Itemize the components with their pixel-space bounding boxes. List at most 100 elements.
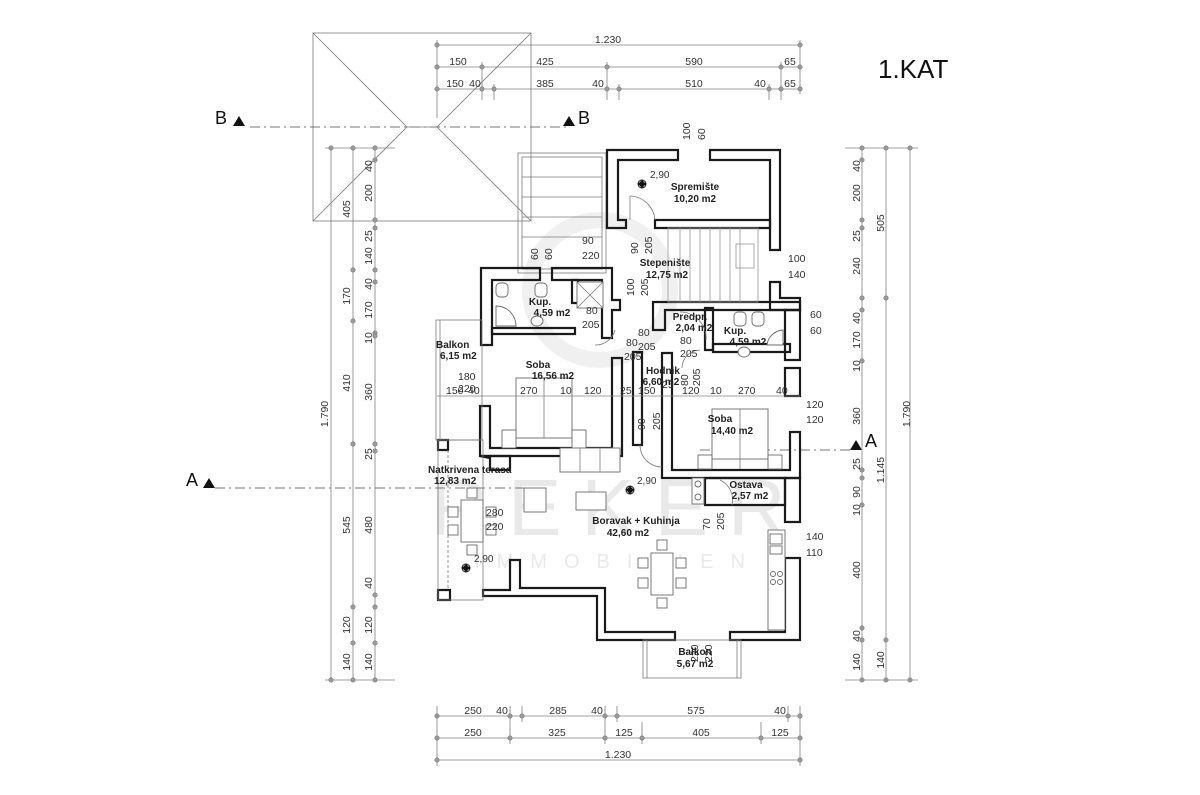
dim-left-c1-3: 545: [341, 516, 353, 534]
svg-text:80: 80: [680, 335, 692, 347]
svg-text:205: 205: [639, 278, 651, 296]
sink-icon: [530, 315, 544, 327]
room-predprostor: Predpr. 2,04 m2: [673, 312, 713, 334]
dim-top-r1-2: 590: [685, 56, 703, 68]
svg-text:Natkrivena terasa: Natkrivena terasa: [428, 465, 512, 476]
dim-bot-r1-2: 285: [549, 705, 567, 717]
svg-text:2,90: 2,90: [637, 476, 657, 487]
svg-text:60: 60: [810, 325, 822, 337]
svg-text:100: 100: [681, 122, 693, 140]
svg-text:220: 220: [703, 644, 715, 662]
svg-text:2,90: 2,90: [650, 170, 670, 181]
dim-top-r2-2: 385: [536, 78, 554, 90]
svg-text:120: 120: [806, 399, 824, 411]
dim-left-c1-1: 170: [341, 287, 353, 305]
kitchen-counter-icon: [767, 529, 786, 631]
svg-text:60: 60: [529, 248, 541, 260]
level-markers: 2,90 2,90 2,90: [461, 170, 670, 573]
svg-text:60: 60: [543, 248, 555, 260]
svg-text:205: 205: [624, 351, 642, 363]
svg-text:100: 100: [788, 253, 806, 265]
dining-table-icon: [650, 552, 674, 596]
sofa-icon: [559, 447, 621, 473]
dim-bot-total: 1.230: [605, 749, 631, 761]
svg-text:220: 220: [486, 521, 504, 533]
svg-text:12,83 m2: 12,83 m2: [434, 476, 477, 487]
svg-text:80: 80: [679, 374, 691, 386]
dimensions-left: 1.790 405 170 410 545 120 140 40 200 25 …: [319, 145, 395, 683]
svg-text:6,15 m2: 6,15 m2: [440, 351, 477, 362]
svg-text:5,67 m2: 5,67 m2: [677, 659, 714, 670]
room-spremiste: Spremište 10,20 m2: [671, 182, 720, 205]
dim-right-total: 1.790: [901, 401, 913, 427]
dim-left-c2-3: 140: [363, 247, 375, 265]
room-ostava: Ostava 2,57 m2: [729, 480, 768, 502]
svg-text:205: 205: [715, 512, 727, 530]
room-kupaonica-1: Kup. 4,59 m2: [529, 297, 571, 319]
dimensions-bottom: 250 40 285 40 575 40 250 325 125 405 125…: [434, 705, 803, 766]
room-soba-2: Soba 14,40 m2: [708, 414, 754, 437]
svg-text:12,75 m2: 12,75 m2: [646, 270, 689, 281]
dim-right-c2-0: 40: [851, 160, 863, 172]
svg-text:100: 100: [625, 278, 637, 296]
svg-text:Stepenište: Stepenište: [640, 258, 691, 269]
floor-title: 1.KAT: [878, 54, 948, 84]
coffee-table-icon: [575, 491, 607, 511]
dim-bot-r1-4: 575: [687, 705, 705, 717]
dim-left-c2-6: 10: [363, 332, 375, 344]
dim-right-c2-4: 40: [851, 312, 863, 324]
dim-top-r1-1: 425: [536, 56, 554, 68]
bidet-icon: [534, 282, 548, 298]
dim-bot-r1-5: 40: [774, 705, 786, 717]
toilet-icon-2: [733, 311, 747, 327]
dim-right-c2-5: 170: [851, 331, 863, 349]
svg-text:Kup.: Kup.: [724, 326, 746, 337]
dim-bot-r2-1: 325: [548, 727, 566, 739]
bidet-icon-2: [751, 311, 765, 327]
dim-left-c2-4: 40: [363, 278, 375, 290]
dim-top-total: 1.230: [595, 34, 621, 46]
dim-bot-r1-1: 40: [496, 705, 508, 717]
dim-right-c2-10: 10: [851, 504, 863, 516]
svg-text:Soba: Soba: [526, 360, 551, 371]
dim-bot-r1-0: 250: [464, 705, 482, 717]
room-boravak-kuhinja: Boravak + Kuhinja 42,60 m2: [592, 516, 680, 539]
svg-text:80: 80: [638, 327, 650, 339]
svg-text:205: 205: [643, 236, 655, 254]
room-stepeniste: Stepenište 12,75 m2: [640, 258, 691, 281]
watermark-sub: IMMOBILIEN: [474, 551, 762, 573]
svg-text:2,90: 2,90: [474, 554, 494, 565]
svg-text:Balkon: Balkon: [436, 340, 469, 351]
svg-text:40: 40: [776, 385, 788, 397]
svg-text:80: 80: [626, 337, 638, 349]
dim-top-r1-0: 150: [449, 56, 467, 68]
dim-right-c1-2: 140: [875, 651, 887, 669]
section-b-right-label: B: [578, 108, 590, 128]
svg-text:Kup.: Kup.: [529, 297, 551, 308]
dimensions-right: 1.790 505 1.145 140 40 200 25 240 40 170…: [845, 145, 918, 683]
dim-top-r2-1: 40: [469, 78, 481, 90]
svg-text:280: 280: [486, 507, 504, 519]
level-marker-terasa: 2,90: [461, 554, 494, 573]
svg-text:Hodnik: Hodnik: [646, 366, 680, 377]
sink-icon-2: [737, 346, 751, 358]
dim-right-c2-7: 360: [851, 407, 863, 425]
dim-bot-r2-0: 250: [464, 727, 482, 739]
dim-left-c2-12: 140: [363, 653, 375, 671]
dim-bot-r2-2: 125: [615, 727, 633, 739]
svg-text:205: 205: [582, 319, 600, 331]
terrace-table-icon: [460, 499, 484, 543]
dim-right-c2-9: 90: [851, 486, 863, 498]
svg-text:Boravak + Kuhinja: Boravak + Kuhinja: [592, 516, 680, 527]
watermark: REKER IMMOBILIEN: [430, 212, 786, 573]
svg-text:25: 25: [662, 379, 674, 391]
dim-left-c2-5: 170: [363, 301, 375, 319]
svg-text:4,59 m2: 4,59 m2: [534, 308, 571, 319]
svg-text:110: 110: [806, 547, 823, 559]
svg-text:10: 10: [560, 385, 572, 397]
svg-text:16,56 m2: 16,56 m2: [532, 371, 575, 382]
svg-text:70: 70: [701, 518, 713, 530]
svg-text:25: 25: [620, 385, 632, 397]
svg-text:270: 270: [520, 385, 538, 397]
svg-text:Soba: Soba: [708, 414, 733, 425]
